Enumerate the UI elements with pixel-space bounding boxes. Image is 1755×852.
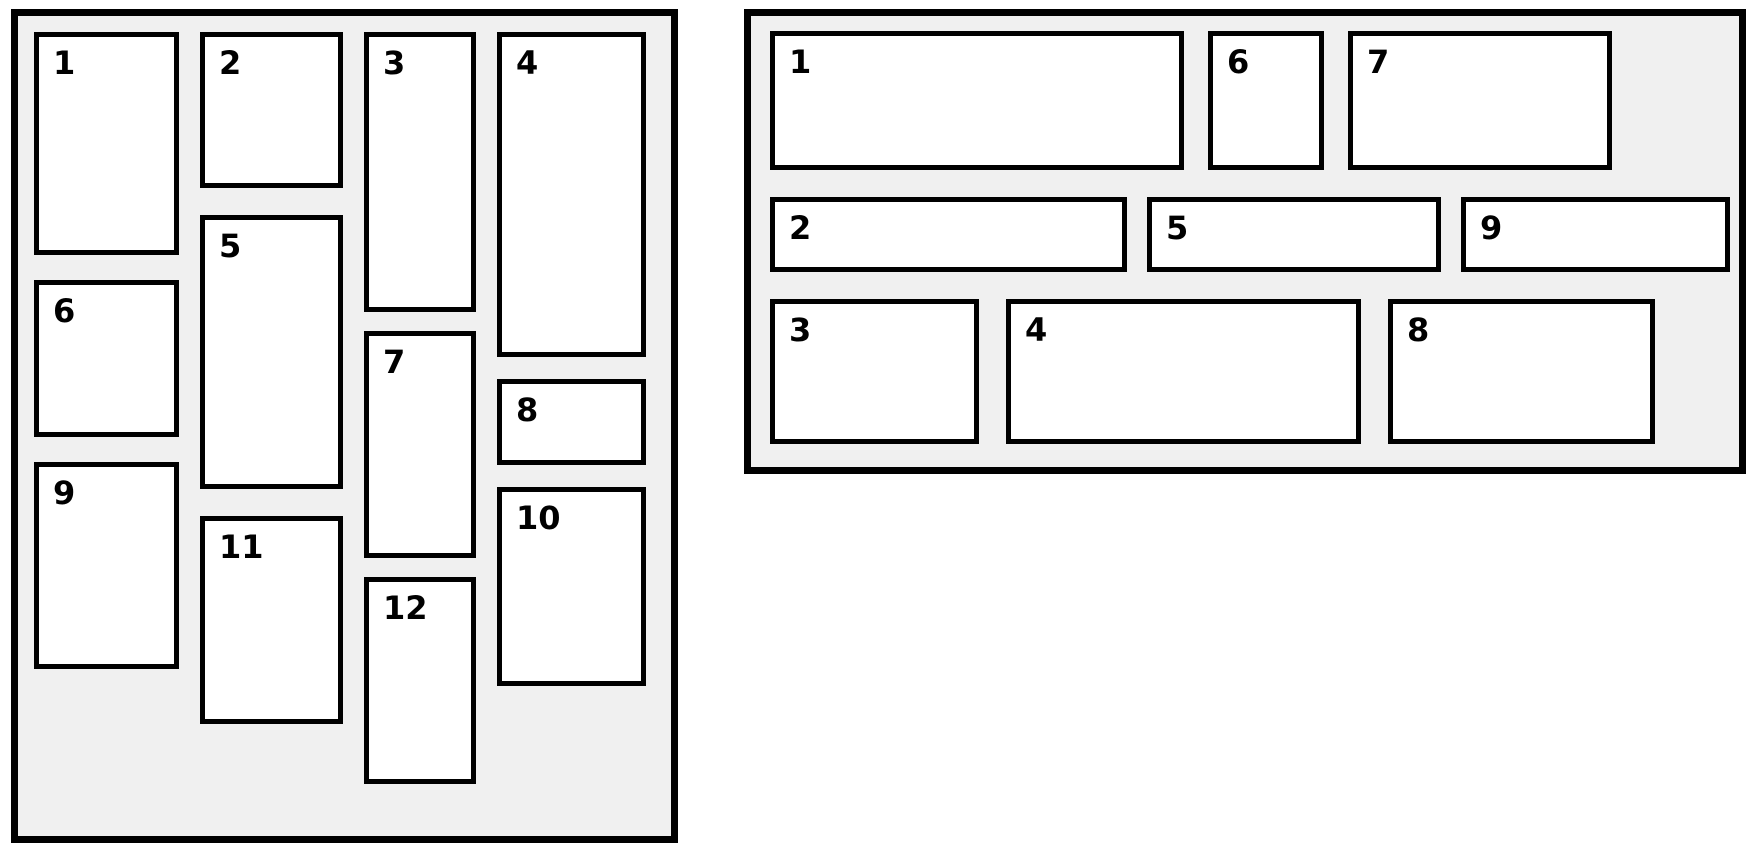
- card-right-9: 9: [1461, 197, 1730, 272]
- card-left-1: 1: [34, 32, 179, 255]
- card-right-6: 6: [1208, 31, 1324, 170]
- horizontal-masonry-panel: 1 6 7 2 5 9 3 4 8: [744, 9, 1746, 474]
- card-number: 5: [1166, 209, 1189, 247]
- card-number: 7: [1367, 43, 1390, 81]
- card-number: 5: [219, 227, 242, 265]
- card-number: 1: [789, 43, 812, 81]
- card-right-5: 5: [1147, 197, 1441, 272]
- card-number: 10: [516, 499, 561, 537]
- card-right-1: 1: [770, 31, 1184, 170]
- masonry-column-3: 3 7 12: [364, 32, 476, 784]
- card-right-8: 8: [1388, 299, 1655, 444]
- masonry-row-3: 3 4 8: [770, 299, 1655, 444]
- card-number: 3: [789, 311, 812, 349]
- card-left-12: 12: [364, 577, 476, 784]
- card-number: 8: [1407, 311, 1430, 349]
- card-number: 12: [383, 589, 428, 627]
- card-number: 2: [789, 209, 812, 247]
- card-left-3: 3: [364, 32, 476, 312]
- card-number: 11: [219, 528, 264, 566]
- card-number: 6: [53, 292, 76, 330]
- card-right-3: 3: [770, 299, 979, 444]
- card-left-9: 9: [34, 462, 179, 669]
- masonry-column-1: 1 6 9: [34, 32, 179, 669]
- card-left-6: 6: [34, 280, 179, 437]
- card-right-4: 4: [1006, 299, 1361, 444]
- masonry-row-1: 1 6 7: [770, 31, 1612, 170]
- card-number: 9: [1480, 209, 1503, 247]
- masonry-column-4: 4 8 10: [497, 32, 646, 686]
- card-left-4: 4: [497, 32, 646, 357]
- card-left-2: 2: [200, 32, 343, 188]
- card-left-7: 7: [364, 331, 476, 558]
- card-number: 6: [1227, 43, 1250, 81]
- card-right-7: 7: [1348, 31, 1612, 170]
- card-number: 7: [383, 343, 406, 381]
- card-number: 8: [516, 391, 539, 429]
- card-number: 2: [219, 44, 242, 82]
- masonry-column-2: 2 5 11: [200, 32, 343, 724]
- card-number: 3: [383, 44, 406, 82]
- card-number: 4: [516, 44, 539, 82]
- card-left-11: 11: [200, 516, 343, 724]
- vertical-masonry-panel: 1 6 9 2 5 11 3 7 12 4: [11, 9, 678, 843]
- card-left-8: 8: [497, 379, 646, 465]
- card-left-10: 10: [497, 487, 646, 686]
- card-number: 4: [1025, 311, 1048, 349]
- card-number: 1: [53, 44, 76, 82]
- card-left-5: 5: [200, 215, 343, 489]
- card-right-2: 2: [770, 197, 1127, 272]
- masonry-row-2: 2 5 9: [770, 197, 1730, 272]
- card-number: 9: [53, 474, 76, 512]
